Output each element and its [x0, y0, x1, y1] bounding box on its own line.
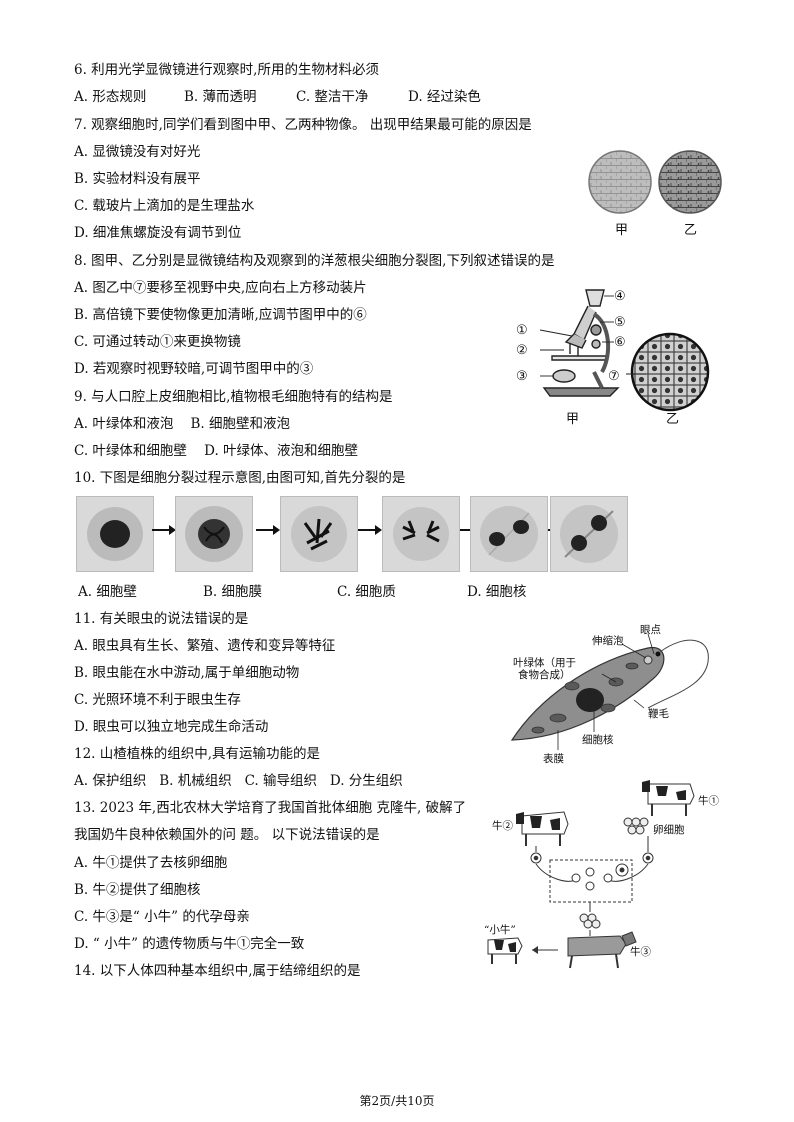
q7-view-yi [658, 150, 722, 214]
q11-flagellum [647, 639, 709, 709]
q11-euglena-figure [510, 633, 709, 750]
q13-label-cow-1: 牛① [698, 795, 719, 807]
q13-option-d: D. “ 小牛” 的遗传物质与牛①完全一致 [74, 936, 305, 952]
q11-label-nucleus: 细胞核 [582, 734, 614, 746]
q6-option-a: A. 形态规则 [74, 89, 147, 105]
q10-arrow-1 [152, 525, 176, 535]
q8-marker-7: ⑦ [608, 369, 620, 384]
q9-options-cd: C. 叶绿体和细胞壁 D. 叶绿体、液泡和细胞壁 [74, 443, 359, 459]
q7-label-yi: 乙 [684, 223, 698, 238]
q11-label-eyespot: 眼点 [640, 624, 661, 636]
q7-option-b: B. 实验材料没有展平 [74, 171, 201, 187]
q11-option-d: D. 眼虫可以独立地完成生命活动 [74, 719, 269, 735]
q13-label-calf: “小牛” [484, 924, 516, 936]
q10-option-c: C. 细胞质 [337, 584, 396, 600]
q13-stem-line-1: 13. 2023 年,西北农林大学培育了我国首批体细胞 克隆牛, 破解了 [74, 800, 467, 816]
q10-arrow-3 [358, 525, 382, 535]
q7-option-a: A. 显微镜没有对好光 [74, 144, 201, 160]
q11-label-chloroplast-2: 食物合成） [518, 669, 571, 681]
q8-marker-4: ④ [614, 289, 626, 304]
q7-label-jia: 甲 [615, 223, 629, 238]
q8-marker-2: ② [516, 343, 528, 358]
q14-stem: 14. 以下人体四种基本组织中,属于结缔组织的是 [74, 963, 361, 979]
q8-option-b: B. 高倍镜下要使物像更加清晰,应调节图甲中的⑥ [74, 307, 367, 323]
q8-option-a: A. 图乙中⑦要移至视野中央,应向右上方移动装片 [74, 280, 367, 296]
q11-label-flagellum: 鞭毛 [648, 708, 669, 720]
q8-marker-6: ⑥ [614, 335, 626, 350]
q6-option-b: B. 薄而透明 [184, 89, 257, 105]
q13-cloning-diagram [487, 780, 695, 969]
q13-label-cow-2: 牛② [492, 820, 513, 832]
q7-view-jia [588, 150, 652, 214]
q8-microscope-figure [539, 289, 620, 397]
q6-stem: 6. 利用光学显微镜进行观察时,所用的生物材料必须 [74, 62, 379, 78]
q10-stage-4 [382, 496, 460, 572]
q11-label-chloroplast-1: 叶绿体（用于 [513, 657, 576, 669]
q7-option-d: D. 细准焦螺旋没有调节到位 [74, 225, 242, 241]
q12-stem: 12. 山楂植株的组织中,具有运输功能的是 [74, 746, 321, 762]
q10-stem: 10. 下图是细胞分裂过程示意图,由图可知,首先分裂的是 [74, 470, 406, 486]
q6-option-d: D. 经过染色 [408, 89, 481, 105]
q8-marker-5: ⑤ [614, 315, 626, 330]
q11-label-membrane: 表膜 [543, 753, 564, 765]
page-footer: 第2页/共10页 [359, 1094, 435, 1108]
q10-option-a: A. 细胞壁 [78, 584, 137, 600]
q10-stage-3 [280, 496, 358, 572]
q13-cow-2 [516, 811, 569, 846]
q11-stem: 11. 有关眼虫的说法错误的是 [74, 611, 249, 627]
q8-label-yi: 乙 [666, 412, 680, 427]
q13-label-cow-3: 牛③ [630, 946, 651, 958]
q11-nucleus [576, 688, 604, 712]
q10-option-d: D. 细胞核 [467, 584, 527, 600]
q12-options: A. 保护组织 B. 机械组织 C. 输导组织 D. 分生组织 [74, 773, 403, 789]
q13-option-c: C. 牛③是“ 小牛” 的代孕母亲 [74, 909, 250, 925]
q10-stage-5 [470, 496, 548, 572]
q7-microscope-views-figure [588, 150, 722, 214]
q8-label-jia: 甲 [566, 412, 580, 427]
q8-marker-1: ① [516, 323, 528, 338]
q8-option-c: C. 可通过转动①来更换物镜 [74, 334, 241, 350]
q11-option-a: A. 眼虫具有生长、繁殖、遗传和变异等特征 [74, 638, 336, 654]
q7-option-c: C. 载玻片上滴加的是生理盐水 [74, 198, 255, 214]
q10-arrow-2 [256, 525, 280, 535]
q13-calf [487, 937, 523, 964]
q10-stage-1 [76, 496, 154, 572]
q13-stem-line-2: 我国奶牛良种依赖国外的问 题。 以下说法错误的是 [74, 827, 380, 843]
q13-option-a: A. 牛①提供了去核卵细胞 [74, 855, 228, 871]
q13-cow-1 [642, 780, 695, 816]
q9-stem: 9. 与人口腔上皮细胞相比,植物根毛细胞特有的结构是 [74, 389, 393, 405]
q9-options-ab: A. 叶绿体和液泡 B. 细胞壁和液泡 [74, 416, 290, 432]
q11-option-c: C. 光照环境不利于眼虫生存 [74, 692, 241, 708]
q10-stage-6 [550, 496, 628, 572]
q13-cow-3 [567, 931, 637, 969]
q13-option-b: B. 牛②提供了细胞核 [74, 882, 201, 898]
q11-option-b: B. 眼虫能在水中游动,属于单细胞动物 [74, 665, 300, 681]
q8-marker-3: ③ [516, 369, 528, 384]
q8-option-d: D. 若观察时视野较暗,可调节图甲中的③ [74, 361, 314, 377]
q8-stem: 8. 图甲、乙分别是显微镜结构及观察到的洋葱根尖细胞分裂图,下列叙述错误的是 [74, 253, 555, 269]
q6-option-c: C. 整洁干净 [296, 89, 369, 105]
q13-label-egg-cell: 卵细胞 [653, 824, 685, 836]
q10-option-b: B. 细胞膜 [203, 584, 263, 600]
q10-stage-2 [175, 496, 253, 572]
q10-options: A. 细胞壁 B. 细胞膜 C. 细胞质 D. 细胞核 [78, 584, 526, 600]
q8-root-tip-cells-figure [626, 332, 710, 412]
q7-stem: 7. 观察细胞时,同学们看到图中甲、乙两种物像。 出现甲结果最可能的原因是 [74, 117, 532, 133]
q11-label-vacuole: 伸缩泡 [592, 635, 624, 647]
q6-options: A. 形态规则 B. 薄而透明 C. 整洁干净 D. 经过染色 [74, 89, 481, 105]
